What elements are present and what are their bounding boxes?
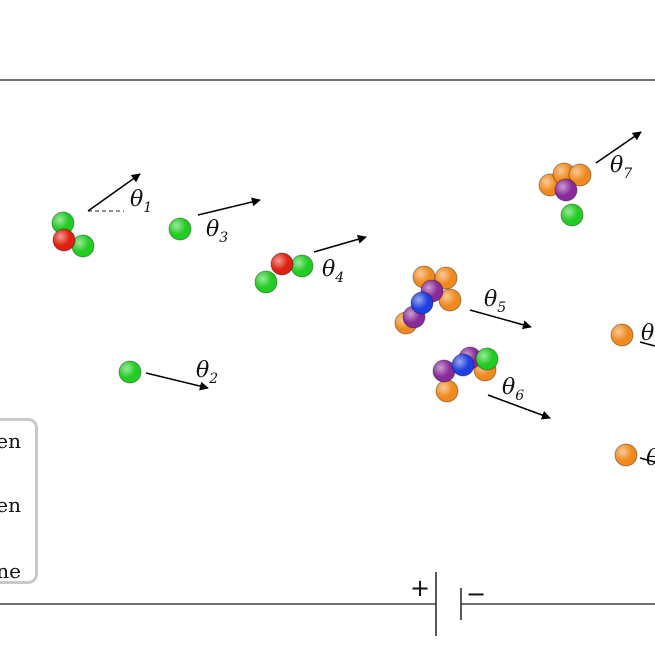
atom-highlight	[615, 444, 637, 466]
angle-label-1: θ1	[130, 187, 152, 216]
arrow-6	[487, 394, 551, 420]
atom-highlight	[53, 229, 75, 251]
legend-item-5: ne	[0, 559, 21, 583]
atom-highlight	[291, 255, 313, 277]
angle-label-5: θ5	[484, 287, 506, 316]
molecule-2	[118, 360, 142, 384]
legend-box: en gen ne	[0, 418, 38, 584]
molecule-4	[254, 252, 314, 294]
atom-highlight	[561, 204, 583, 226]
molecule-6	[432, 346, 499, 403]
battery-minus-label: −	[466, 580, 487, 608]
angle-label-4: θ4	[322, 257, 344, 286]
angle-label-7: θ7	[610, 153, 632, 182]
atom-highlight	[72, 235, 94, 257]
atom-highlight	[555, 179, 577, 201]
molecule-5	[394, 265, 462, 335]
angle-label-2: θ2	[196, 358, 218, 387]
arrow-3	[197, 197, 261, 216]
atom-highlight	[452, 354, 474, 376]
atom-highlight	[52, 212, 74, 234]
atom-highlight	[569, 164, 591, 186]
atom-highlight	[439, 289, 461, 311]
atom-highlight	[476, 348, 498, 370]
arrow-2	[145, 372, 209, 391]
molecules-layer	[51, 162, 638, 467]
arrow-7	[595, 131, 642, 164]
atom-highlight	[255, 271, 277, 293]
angle-label-6: θ6	[502, 375, 524, 404]
atom-highlight	[119, 361, 141, 383]
legend-item-1: en	[0, 429, 21, 453]
atom-highlight	[553, 163, 575, 185]
angle-label-3: θ3	[206, 217, 228, 246]
molecule-3	[168, 217, 192, 241]
atom-highlight	[433, 360, 455, 382]
edge-arrow-upper	[639, 341, 655, 347]
molecule-7	[538, 162, 592, 227]
atom-highlight	[169, 218, 191, 240]
atom-highlight	[411, 292, 433, 314]
atom-highlight	[271, 253, 293, 275]
arrow-1	[87, 173, 141, 212]
legend-item-3: gen	[0, 493, 21, 517]
edge-arrow-lower	[639, 457, 655, 463]
edge-angle-label-upper: θ	[641, 321, 654, 346]
battery-plus-label: +	[410, 574, 431, 602]
atom-highlight	[436, 380, 458, 402]
molecule-edge-upper	[610, 323, 634, 347]
molecule-edge-lower	[614, 443, 638, 467]
atom-highlight	[435, 267, 457, 289]
arrow-5	[469, 309, 532, 330]
arrow-4	[313, 234, 367, 253]
atom-highlight	[611, 324, 633, 346]
edge-angle-label-lower: θ	[646, 446, 655, 471]
molecule-1	[51, 211, 95, 258]
direction-arrows	[87, 131, 642, 420]
